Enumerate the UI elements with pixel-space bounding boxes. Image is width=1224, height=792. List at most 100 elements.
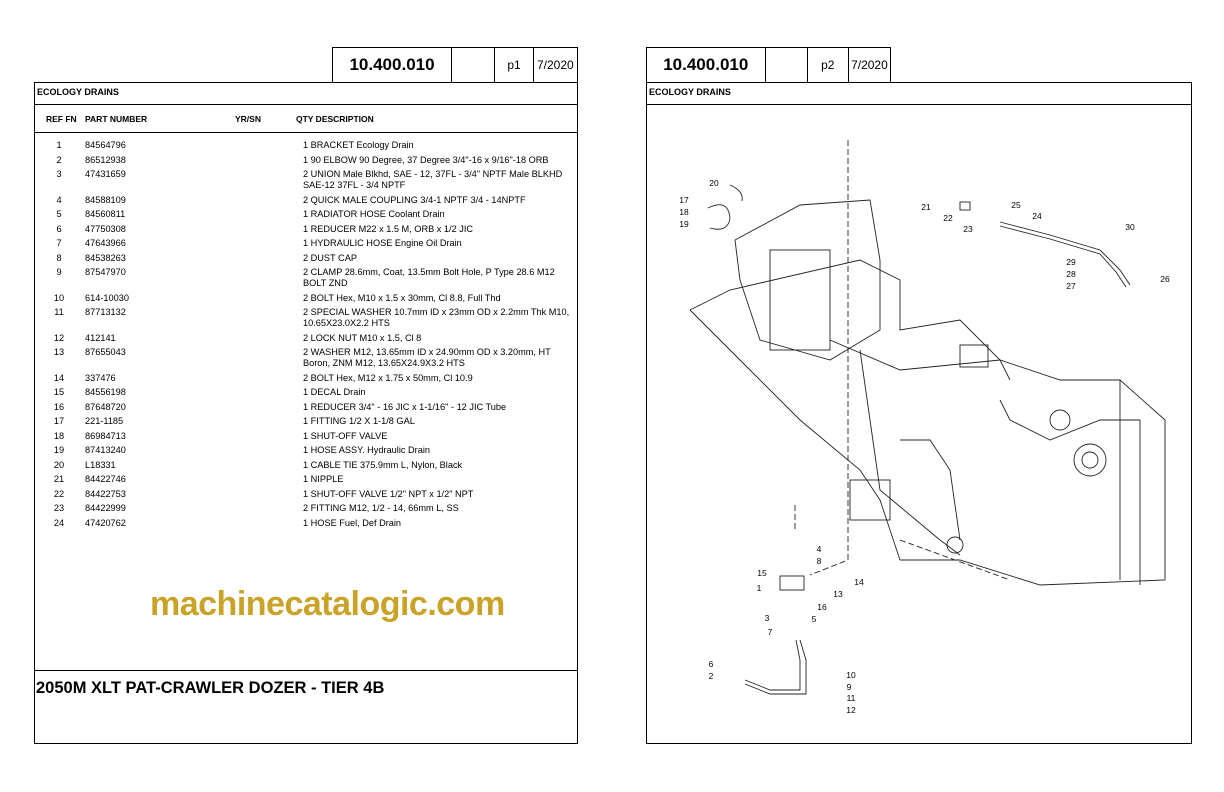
callout-9: 9 bbox=[846, 682, 852, 692]
part-number: 87648720 bbox=[85, 401, 126, 412]
qty-description: 1 HOSE ASSY. Hydraulic Drain bbox=[303, 445, 430, 455]
callout-1: 1 bbox=[756, 583, 762, 593]
section-code: 10.400.010 bbox=[333, 48, 453, 82]
table-row: 4 84588109 2 QUICK MALE COUPLING 3/4-1 NPT… bbox=[35, 195, 575, 210]
qty-description: 1 DECAL Drain bbox=[303, 387, 366, 397]
callout-20: 20 bbox=[709, 178, 719, 188]
ref-number: 16 bbox=[53, 401, 65, 412]
machine-frame bbox=[689, 199, 1166, 586]
qty-description: 1 SHUT-OFF VALVE 1/2" NPT x 1/2" NPT bbox=[303, 488, 474, 499]
col-part-number: PART NUMBER bbox=[85, 114, 148, 124]
part-number: 412141 bbox=[85, 332, 116, 343]
qty-description: 1 REDUCER M22 x 1.5 M, ORB x 1/2 JIC bbox=[303, 223, 474, 234]
col-qty-desc: QTY DESCRIPTION bbox=[296, 114, 374, 124]
ref-number: 19 bbox=[53, 445, 65, 455]
callout-18: 18 bbox=[679, 207, 689, 217]
part-number: 87655043 bbox=[85, 347, 126, 357]
watermark: machinecatalogic.com bbox=[150, 585, 505, 623]
col-ref: REF FN bbox=[46, 114, 77, 124]
callout-30: 30 bbox=[1125, 222, 1135, 232]
section-title: ECOLOGY DRAINS bbox=[35, 83, 577, 105]
ref-number: 15 bbox=[53, 387, 65, 397]
ref-number: 17 bbox=[53, 416, 65, 426]
ref-number: 14 bbox=[53, 372, 65, 383]
qty-description: 1 BRACKET Ecology Drain bbox=[303, 140, 414, 150]
part-number: 84422753 bbox=[85, 488, 126, 499]
part-number: 337476 bbox=[85, 372, 116, 383]
callout-22: 22 bbox=[943, 213, 953, 223]
part-number: 86512938 bbox=[85, 154, 126, 165]
qty-description: 1 FITTING 1/2 X 1-1/8 GAL bbox=[303, 416, 415, 426]
qty-description: 2 CLAMP 28.6mm, Coat, 13.5mm Bolt Hole, … bbox=[303, 267, 555, 288]
part-number: 221-1185 bbox=[85, 416, 124, 426]
table-row: 18 86984713 1 SHUT-OFF VALVE bbox=[35, 431, 575, 446]
part-number: 86984713 bbox=[85, 430, 126, 441]
part-number: 87713132 bbox=[85, 307, 126, 317]
ref-number: 12 bbox=[53, 332, 65, 343]
qty-description: 2 QUICK MALE COUPLING 3/4-1 NPTF 3/4 - 1… bbox=[303, 194, 526, 205]
ref-number: 3 bbox=[56, 169, 62, 179]
table-row: 19 87413240 1 HOSE ASSY. Hydraulic Drain bbox=[35, 445, 575, 460]
drain-hoses bbox=[707, 184, 1131, 695]
part-number: 47750308 bbox=[85, 223, 126, 234]
leader-lines bbox=[794, 140, 1011, 581]
callout-15: 15 bbox=[757, 568, 767, 578]
part-number: 87413240 bbox=[85, 445, 126, 455]
callout-24: 24 bbox=[1032, 211, 1042, 221]
parts-list: ECOLOGY DRAINS REF FN PART NUMBER YR/SN … bbox=[34, 82, 578, 744]
callout-11: 11 bbox=[846, 693, 856, 703]
callout-14: 14 bbox=[854, 577, 864, 587]
ref-number: 5 bbox=[56, 209, 62, 219]
callout-17: 17 bbox=[679, 195, 689, 205]
callout-4: 4 bbox=[816, 544, 822, 554]
callout-16: 16 bbox=[817, 602, 827, 612]
qty-description: 2 BOLT Hex, M12 x 1.75 x 50mm, Cl 10.9 bbox=[303, 372, 473, 383]
ref-number: 6 bbox=[56, 223, 62, 234]
callout-6: 6 bbox=[708, 659, 714, 669]
qty-description: 1 REDUCER 3/4" - 16 JIC x 1-1/16" - 12 J… bbox=[303, 401, 507, 412]
diagram-panel: ECOLOGY DRAINS bbox=[646, 82, 1192, 744]
table-row: 17 221-1185 1 FITTING 1/2 X 1-1/8 GAL bbox=[35, 416, 575, 431]
part-number: 614-10030 bbox=[85, 292, 129, 303]
part-number: 84422746 bbox=[85, 474, 126, 484]
callout-29: 29 bbox=[1066, 257, 1076, 267]
qty-description: 2 SPECIAL WASHER 10.7mm ID x 23mm OD x 2… bbox=[303, 307, 570, 328]
callout-27: 27 bbox=[1066, 281, 1076, 291]
part-number: 84422999 bbox=[85, 503, 126, 513]
ref-number: 4 bbox=[56, 194, 62, 205]
col-yrsn: YR/SN bbox=[235, 114, 261, 124]
date: 7/2020 bbox=[851, 58, 888, 72]
ref-number: 1 bbox=[56, 140, 62, 150]
ref-number: 23 bbox=[53, 503, 65, 513]
qty-description: 1 90 ELBOW 90 Degree, 37 Degree 3/4"-16 … bbox=[303, 154, 549, 165]
blank-cell bbox=[452, 48, 496, 82]
callout-26: 26 bbox=[1160, 274, 1170, 284]
table-row: 14 337476 2 BOLT Hex, M12 x 1.75 x 50mm, C… bbox=[35, 373, 575, 388]
qty-description: 2 WASHER M12, 13.65mm ID x 24.90mm OD x … bbox=[303, 347, 551, 368]
column-headers: REF FN PART NUMBER YR/SN QTY DESCRIPTION bbox=[35, 105, 577, 133]
callout-12: 12 bbox=[846, 705, 856, 715]
page-number: p1 bbox=[495, 48, 534, 82]
qty-description: 2 LOCK NUT M10 x 1.5, Cl 8 bbox=[303, 332, 422, 343]
qty-description: 1 RADIATOR HOSE Coolant Drain bbox=[303, 209, 445, 219]
ref-number: 18 bbox=[53, 430, 65, 441]
ref-number: 11 bbox=[54, 307, 64, 317]
section-code: 10.400.010 bbox=[647, 48, 766, 82]
section-title: ECOLOGY DRAINS bbox=[647, 83, 1191, 105]
qty-description: 1 SHUT-OFF VALVE bbox=[303, 430, 388, 441]
right-header: 10.400.010 p2 7/2020 bbox=[646, 47, 891, 82]
part-number: 47420762 bbox=[85, 517, 126, 528]
qty-description: 1 HOSE Fuel, Def Drain bbox=[303, 517, 402, 528]
part-number: 84588109 bbox=[85, 194, 126, 205]
qty-description: 1 NIPPLE bbox=[303, 474, 344, 484]
